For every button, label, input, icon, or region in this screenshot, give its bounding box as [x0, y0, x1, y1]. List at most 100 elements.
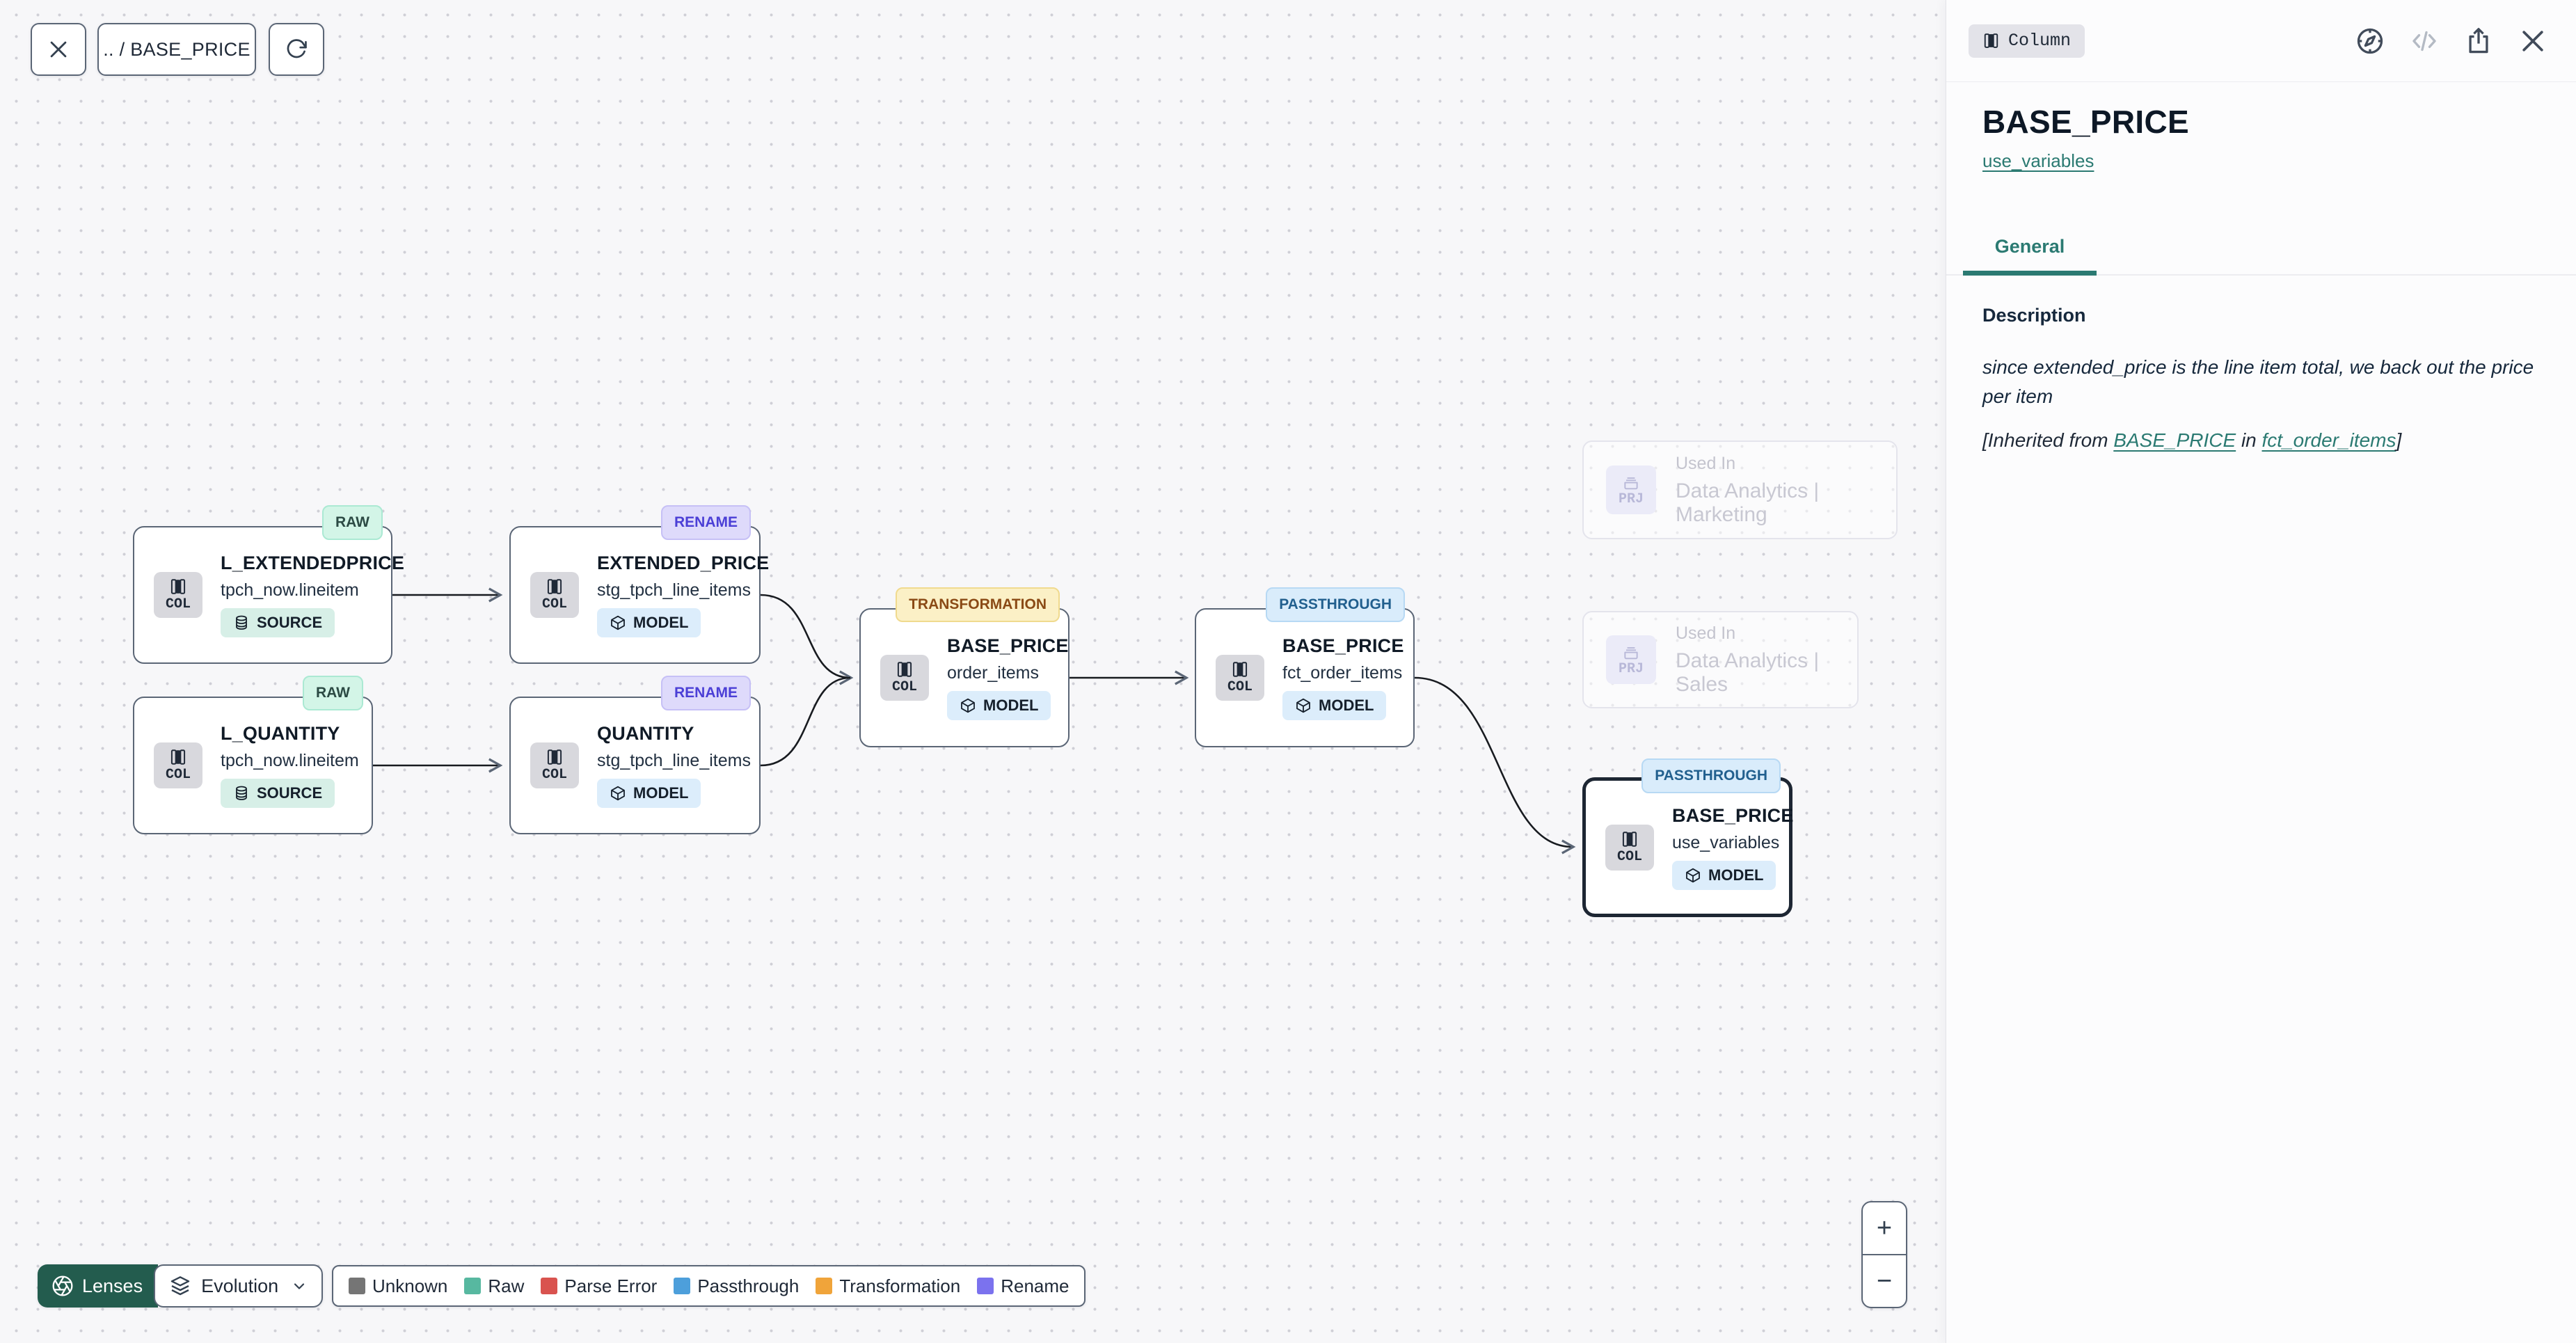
description-label: Description [1982, 305, 2086, 326]
columns-icon [546, 748, 564, 766]
refresh-icon [285, 38, 308, 61]
column-name: L_EXTENDEDPRICE [221, 553, 405, 573]
model-name: tpch_now.lineitem [221, 580, 359, 600]
close-icon [2518, 26, 2548, 56]
inherited-model-link[interactable]: fct_order_items [2261, 429, 2396, 451]
ghost-node-sales[interactable]: PRJ Used In Data Analytics | Sales [1582, 611, 1859, 708]
compass-icon [2355, 26, 2385, 56]
columns-icon [169, 748, 187, 766]
zoom-out-button[interactable]: − [1876, 1266, 1893, 1296]
refresh-button[interactable] [269, 23, 324, 76]
share-icon [2463, 26, 2494, 56]
evolution-badge: RAW [322, 505, 383, 540]
project-name: Data Analytics | Marketing [1676, 479, 1820, 526]
ghost-node-marketing[interactable]: PRJ Used In Data Analytics | Marketing [1582, 440, 1898, 539]
breadcrumb[interactable]: .. / BASE_PRICE [97, 23, 256, 76]
asset-type-pill: MODEL [597, 608, 701, 637]
legend-swatch [464, 1278, 482, 1294]
evolution-badge: PASSTHROUGH [1266, 587, 1405, 622]
legend-swatch [349, 1278, 365, 1294]
tab-general[interactable]: General [1963, 223, 2097, 276]
used-in-label: Used In [1676, 623, 1736, 643]
legend-swatch [674, 1278, 691, 1294]
evolution-badge: PASSTHROUGH [1641, 758, 1781, 793]
legend-swatch [541, 1278, 558, 1294]
lens-select-dropdown[interactable]: Evolution [154, 1264, 324, 1308]
lineage-canvas[interactable]: .. / BASE_PRICE PRJ Used In Data Analyti… [0, 0, 1946, 1343]
lenses-label: Lenses [82, 1275, 143, 1296]
cube-icon [610, 785, 626, 802]
asset-type-pill: MODEL [947, 691, 1051, 720]
inherited-column-link[interactable]: BASE_PRICE [2113, 429, 2236, 451]
columns-icon [1982, 32, 2000, 49]
archive-icon [1622, 643, 1640, 661]
column-type-chip: COL [154, 572, 202, 618]
archive-icon [1622, 473, 1640, 491]
layers-icon [169, 1275, 191, 1297]
asset-type-pill: MODEL [597, 779, 701, 808]
lenses-bar: Lenses Evolution [38, 1264, 324, 1308]
model-name: tpch_now.lineitem [221, 751, 359, 770]
inherited-from-note: [Inherited from BASE_PRICE in fct_order_… [1982, 429, 2402, 451]
legend-item: Parse Error [541, 1276, 657, 1297]
column-type-chip: COL [1605, 824, 1654, 871]
asset-type-pill: MODEL [1672, 860, 1776, 890]
close-icon [47, 38, 70, 61]
column-name: BASE_PRICE [947, 635, 1069, 656]
evolution-badge: RENAME [660, 505, 751, 540]
legend-swatch [977, 1278, 994, 1294]
node-extended-price[interactable]: RENAME COL EXTENDED_PRICE stg_tpch_line_… [509, 505, 769, 664]
cube-icon [960, 697, 976, 714]
open-in-lineage-button[interactable] [2353, 24, 2387, 58]
panel-title: BASE_PRICE [1982, 104, 2189, 140]
node-l-quantity[interactable]: RAW COL L_QUANTITY tpch_now.lineitem SOU… [133, 676, 373, 834]
project-name: Data Analytics | Sales [1676, 649, 1820, 696]
legend-item: Passthrough [674, 1276, 799, 1297]
node-l-extendedprice[interactable]: RAW COL L_EXTENDEDPRICE tpch_now.lineite… [133, 505, 404, 664]
column-type-chip: COL [530, 572, 579, 618]
columns-icon [1621, 830, 1639, 848]
panel-tabs: General [1946, 224, 2576, 276]
code-icon [2410, 27, 2438, 55]
share-button[interactable] [2462, 24, 2495, 58]
node-quantity[interactable]: RENAME COL QUANTITY stg_tpch_line_items … [509, 676, 761, 834]
asset-type-pill: SOURCE [221, 608, 335, 637]
node-base-price-fct-order-items[interactable]: PASSTHROUGH COL BASE_PRICE fct_order_ite… [1195, 587, 1415, 747]
cube-icon [1685, 867, 1701, 884]
model-name: fct_order_items [1282, 663, 1403, 683]
panel-header: Column [1946, 0, 2576, 82]
model-name: use_variables [1672, 832, 1780, 852]
cube-icon [1295, 697, 1312, 714]
column-type-chip: COL [880, 655, 929, 701]
model-name: stg_tpch_line_items [597, 751, 751, 770]
used-in-label: Used In [1676, 453, 1736, 473]
column-type-chip: COL [154, 742, 202, 788]
aperture-icon [51, 1275, 74, 1297]
asset-type-pill: MODEL [1282, 691, 1387, 720]
column-name: BASE_PRICE [1672, 804, 1794, 826]
cube-icon [610, 614, 626, 631]
column-name: BASE_PRICE [1282, 635, 1404, 656]
view-code-button[interactable] [2408, 24, 2441, 58]
model-link[interactable]: use_variables [1982, 150, 2094, 171]
breadcrumb-label: .. / BASE_PRICE [103, 38, 251, 60]
close-panel-button[interactable] [2516, 24, 2550, 58]
close-lineage-button[interactable] [31, 23, 86, 76]
details-panel: Column BASE_PRICE use_variables General … [1946, 0, 2576, 1343]
project-type-chip: PRJ [1606, 466, 1656, 514]
lenses-button[interactable]: Lenses [38, 1264, 159, 1308]
node-base-price-use-variables[interactable]: PASSTHROUGH COL BASE_PRICE use_variables… [1582, 758, 1794, 917]
node-base-price-order-items[interactable]: TRANSFORMATION COL BASE_PRICE order_item… [859, 587, 1070, 747]
column-type-chip: COL [1216, 655, 1264, 701]
column-name: EXTENDED_PRICE [597, 553, 770, 573]
database-icon [233, 614, 250, 631]
evolution-legend: Unknown Raw Parse Error Passthrough Tran… [332, 1265, 1086, 1307]
zoom-in-button[interactable]: + [1863, 1202, 1906, 1255]
project-type-chip: PRJ [1606, 635, 1656, 684]
model-name: order_items [947, 663, 1039, 683]
legend-item: Unknown [349, 1276, 447, 1297]
legend-item: Raw [464, 1276, 524, 1297]
columns-icon [546, 578, 564, 596]
asset-type-pill: SOURCE [221, 779, 335, 808]
column-type-chip: COL [530, 742, 579, 788]
